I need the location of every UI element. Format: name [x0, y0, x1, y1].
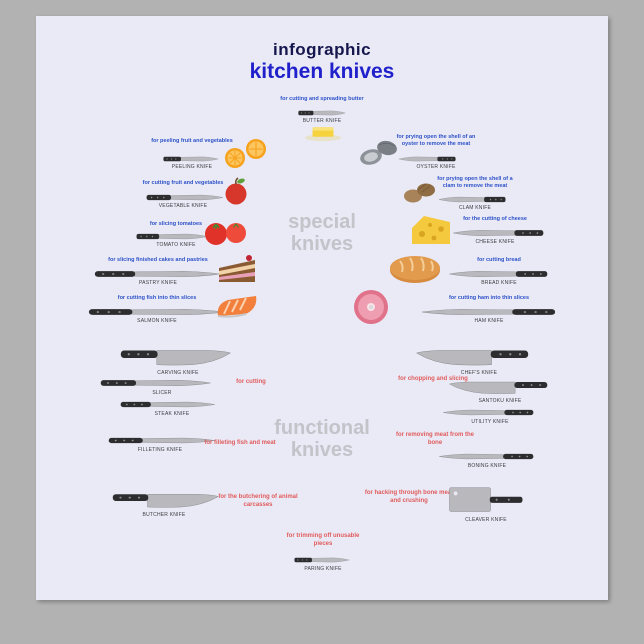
chefs-knife-label: CHEF'S KNIFE [460, 370, 498, 376]
salmon-knife-label: SALMON KNIFE [137, 318, 177, 324]
for-chopping-description: for chopping and slicing [398, 376, 468, 382]
ham-image [354, 290, 388, 324]
tomato-knife-description: for slicing tomatoes [149, 221, 203, 227]
cleaver-knife-label: CLEAVER KNIFE [465, 517, 507, 523]
salmon-image [216, 295, 258, 318]
for-removing-meat-description: for removing meat from the bone [395, 432, 474, 446]
utility-knife-label: UTILITY KNIFE [471, 419, 509, 425]
for-butchering-description: for the butchering of animal carcasses [218, 494, 298, 508]
for-trimming-description: for trimming off unusable pieces [286, 533, 360, 547]
santoku-knife-label: SANTOKU KNIFE [478, 398, 522, 404]
peeling-knife-graphic [163, 156, 219, 162]
carving-knife-graphic [120, 350, 231, 366]
oyster-knife-description: for prying open the shell of an oyster t… [396, 134, 476, 148]
clam-knife-label: CLAM KNIFE [458, 205, 491, 211]
peeling-knife-description: for peeling fruit and vegetables [151, 138, 233, 144]
butter-knife-graphic [298, 110, 346, 116]
steak-knife-label: STEAK KNIFE [154, 411, 190, 417]
butter-knife-label: BUTTER KNIFE [302, 118, 342, 124]
salmon-knife-description: for cutting fish into thin slices [117, 295, 197, 301]
section-special-knives: special knives [262, 211, 382, 255]
orange-slices-image [224, 138, 267, 169]
butcher-knife-graphic [112, 493, 219, 508]
bread-knife-graphic [449, 270, 548, 278]
cheese-knife-description: for the cutting of cheese [463, 216, 527, 222]
pastry-knife-description: for slicing finished cakes and pastries [108, 257, 208, 263]
section-functional-knives: functional knives [262, 417, 382, 461]
butcher-knife-label: BUTCHER KNIFE [142, 512, 186, 518]
section-functional-line1: functional [274, 417, 370, 439]
slicer-knife-graphic [100, 379, 211, 387]
bread-knife-description: for cutting bread [477, 257, 521, 263]
paring-knife-graphic [294, 557, 350, 563]
clams-image [403, 183, 436, 203]
vegetable-knife-label: VEGETABLE KNIFE [158, 203, 208, 209]
apple-image [224, 176, 248, 206]
section-special-line1: special [288, 211, 356, 233]
ham-knife-description: for cutting ham into thin slices [448, 295, 530, 301]
steak-knife-graphic [120, 401, 215, 408]
section-special-line2: knives [290, 232, 354, 255]
salmon-knife-graphic [88, 308, 225, 316]
santoku-knife-graphic [449, 381, 548, 395]
title-eyebrow: infographic [272, 40, 372, 59]
page-title: kitchen knives [249, 60, 395, 83]
paring-knife-label: PARING KNIFE [304, 566, 342, 572]
bread-loaf-image [389, 255, 441, 284]
clam-knife-graphic [438, 196, 506, 203]
pastry-knife-graphic [94, 270, 221, 278]
slicer-knife-label: SLICER [152, 390, 172, 396]
pastry-knife-label: PASTRY KNIFE [139, 280, 177, 286]
boning-knife-graphic [439, 453, 534, 460]
cheese-knife-label: CHEESE KNIFE [475, 239, 515, 245]
cake-slice-image [219, 255, 255, 282]
for-cutting-description: for cutting [236, 379, 266, 385]
ham-knife-graphic [421, 308, 556, 316]
cheese-image [412, 216, 450, 244]
utility-knife-graphic [442, 409, 534, 416]
ham-knife-label: HAM KNIFE [474, 318, 504, 324]
clam-knife-description: for prying open the shell of a clam to r… [437, 176, 513, 190]
tomato-knife-label: TOMATO KNIFE [156, 242, 196, 248]
tomato-knife-graphic [136, 233, 208, 240]
bread-knife-label: BREAD KNIFE [481, 280, 517, 286]
poster: infographic kitchen knives special knive… [36, 16, 608, 600]
butter-image [304, 127, 342, 142]
carving-knife-label: CARVING KNIFE [157, 370, 199, 376]
boning-knife-label: BONING KNIFE [467, 463, 507, 469]
cheese-knife-graphic [452, 229, 544, 237]
butter-knife-description: for cutting and spreading butter [280, 96, 364, 102]
peeling-knife-label: PEELING KNIFE [171, 164, 213, 170]
vegetable-knife-description: for cutting fruit and vegetables [142, 180, 224, 186]
vegetable-knife-graphic [146, 194, 224, 201]
oysters-image [358, 138, 398, 166]
for-filleting-description: for filleting fish and meat [204, 440, 276, 446]
tomatoes-image [204, 222, 247, 246]
for-hacking-description: for hacking through bone meat and crushi… [364, 490, 454, 504]
cleaver-knife-graphic [449, 487, 523, 512]
section-functional-line2: knives [290, 438, 354, 461]
oyster-knife-graphic [398, 156, 456, 162]
chefs-knife-graphic [416, 350, 529, 366]
oyster-knife-label: OYSTER KNIFE [416, 164, 456, 170]
filleting-knife-label: FILLETING KNIFE [137, 447, 183, 453]
